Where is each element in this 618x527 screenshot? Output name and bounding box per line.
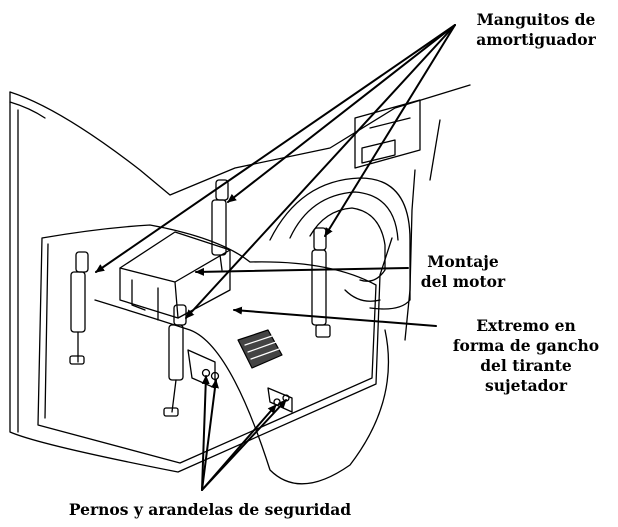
control-panel: [354, 99, 421, 169]
label-hook-end: Extremo en forma de gancho del tirante s…: [452, 316, 600, 395]
leader-damper-rear: [227, 24, 456, 203]
label-bolts: Pernos y arandelas de seguridad: [68, 500, 352, 519]
leader-damper-left: [95, 24, 456, 273]
damper-rear: [211, 179, 229, 271]
leader-lines: [95, 24, 456, 491]
damper-left: [69, 251, 89, 365]
cabinet-outline: [9, 84, 471, 473]
motor-mount-bracket: [119, 231, 231, 321]
label-motor-mount: Montaje del motor: [420, 252, 506, 291]
label-dampers: Manguitos de amortiguador: [476, 10, 596, 49]
leader-damper-front: [185, 24, 456, 319]
leader-bolt-1: [201, 375, 210, 491]
tie-rod: [94, 299, 390, 485]
bolt-brackets: [187, 349, 293, 413]
motor-coil: [237, 329, 283, 369]
damper-front: [163, 304, 187, 417]
base-pan: [37, 224, 377, 464]
tub: [269, 177, 411, 310]
leader-motor-mount: [195, 267, 409, 276]
leader-damper-right: [324, 24, 456, 237]
leader-bolt-4: [201, 399, 287, 491]
damper-right: [311, 227, 331, 338]
leader-bolt-2: [201, 379, 219, 491]
leader-hook-end: [233, 306, 437, 327]
